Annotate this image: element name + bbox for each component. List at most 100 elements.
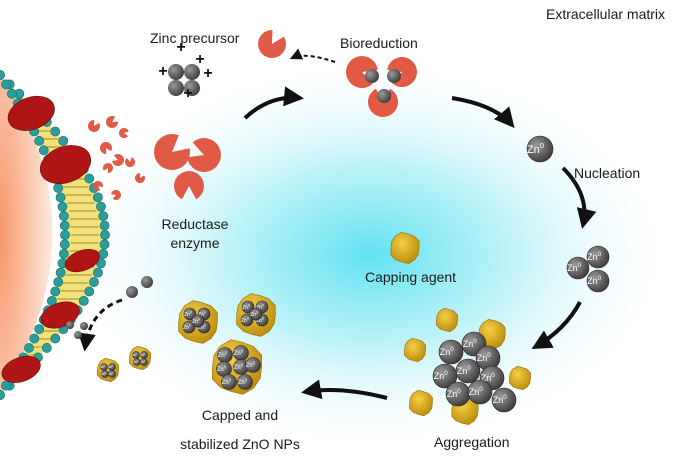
zn0-label: Zn0 — [527, 141, 544, 156]
lipid-head-outer — [93, 267, 103, 278]
zn0-superscript: 0 — [578, 262, 582, 269]
zn0-particle: Zn0 — [191, 314, 205, 328]
lipid-head-inner — [59, 220, 70, 231]
zn0-superscript: 0 — [224, 364, 227, 369]
zn0-sphere — [467, 379, 493, 405]
zn0-particle: Zn0 — [108, 363, 116, 371]
zn0-superscript: 0 — [112, 366, 114, 368]
extracellular-matrix-label: Extracellular matrix — [546, 6, 666, 22]
nucleation-label: Nucleation — [574, 165, 641, 181]
arrow-to-bioreduction — [243, 86, 304, 120]
zn0-sphere — [241, 300, 255, 314]
zn0-sphere — [438, 339, 464, 365]
zn0-label: Zn0 — [440, 346, 455, 357]
lipid-head-outer — [89, 277, 99, 287]
zn0-label: Zn0 — [183, 324, 191, 331]
enzyme-shape — [346, 55, 378, 88]
zn0-particle: Zn0 — [586, 245, 610, 269]
lipid-head-inner — [50, 286, 61, 297]
zn0-label: Zn0 — [238, 377, 248, 386]
membrane-protein — [64, 249, 100, 273]
zn0-particle: Zn0 — [467, 379, 493, 405]
lipid-head-outer — [58, 135, 69, 146]
zn0-superscript: 0 — [241, 362, 244, 367]
zn0-particle: Zn0 — [438, 339, 464, 365]
zn0-superscript: 0 — [262, 317, 264, 321]
cell-interior — [0, 75, 53, 395]
zinc-atom — [66, 321, 74, 329]
lipid-head-outer — [50, 126, 61, 137]
zn0-label: Zn0 — [587, 251, 602, 262]
membrane-protein — [7, 95, 55, 131]
reductase-label-line1: Reductase — [161, 216, 229, 232]
zn0-superscript: 0 — [104, 366, 106, 368]
enzyme-shape — [88, 120, 100, 133]
zn0-particle: Zn0 — [101, 370, 109, 378]
lipid-head-inner — [53, 277, 64, 287]
zinc-atom — [74, 331, 82, 339]
membrane-protein — [39, 145, 91, 185]
zn0-particle: Zn0 — [566, 256, 590, 280]
zn0-particle: Zn0 — [140, 351, 148, 359]
capping-agent-blob — [509, 366, 531, 390]
zn0-label: Zn0 — [192, 318, 200, 325]
capping-agent-blob — [390, 232, 420, 264]
cell-membrane — [0, 70, 110, 400]
capping-agent-blob — [129, 346, 151, 370]
lipid-head-inner — [34, 324, 45, 335]
capping-agent-blob — [404, 338, 426, 362]
lipid-head-inner — [29, 333, 40, 344]
lipid-head-inner — [57, 201, 68, 212]
zn0-superscript: 0 — [144, 354, 146, 356]
zn0-sphere — [182, 320, 196, 334]
zn0-superscript: 0 — [105, 373, 107, 375]
zn0-particle: Zn0 — [100, 363, 108, 371]
zn0-particle: Zn0 — [491, 387, 517, 413]
capping-agent-label: Capping agent — [365, 269, 457, 285]
zn0-label: Zn0 — [140, 353, 146, 357]
zn0-sphere — [240, 313, 254, 327]
zinc-atom — [80, 322, 88, 330]
lipid-head-inner — [38, 145, 49, 156]
enzyme-shape — [100, 142, 112, 154]
zn0-label: Zn0 — [250, 311, 258, 318]
zn0-sphere — [586, 245, 610, 269]
zn0-label: Zn0 — [140, 360, 146, 364]
zn0-label: Zn0 — [198, 324, 206, 331]
enzyme-shape — [112, 154, 124, 166]
membrane-protein — [1, 355, 41, 383]
zn0-superscript: 0 — [598, 275, 602, 282]
lipid-head-outer — [78, 295, 89, 306]
zn0-superscript: 0 — [256, 311, 258, 315]
zn0-label: Zn0 — [241, 317, 249, 324]
lipid-head-inner — [1, 79, 11, 90]
bound-zinc — [377, 89, 391, 103]
zn0-particle: Zn0 — [526, 135, 554, 163]
zn0-particle: Zn0 — [217, 347, 233, 363]
zn0-superscript: 0 — [190, 311, 192, 315]
lipid-head-outer — [99, 220, 110, 231]
zn0-superscript: 0 — [479, 386, 483, 393]
zn0-label: Zn0 — [101, 372, 107, 376]
zn0-label: Zn0 — [256, 317, 264, 324]
zn0-label: Zn0 — [567, 262, 582, 273]
zn0-particle: Zn0 — [133, 358, 141, 366]
lipid-head-inner — [7, 88, 17, 99]
lipid-head-inner — [24, 343, 34, 353]
lipid-head-inner — [60, 230, 70, 240]
capping-agent-blob — [409, 390, 433, 416]
lipid-head-inner — [55, 192, 66, 203]
lipid-head-outer — [93, 192, 103, 203]
enzyme-shape — [102, 163, 113, 173]
zn0-superscript: 0 — [112, 373, 114, 375]
zinc-atom — [141, 276, 153, 288]
zn0-sphere — [245, 357, 261, 373]
zn0-particle: Zn0 — [233, 345, 249, 361]
zn0-sphere — [586, 269, 610, 293]
zn0-superscript: 0 — [262, 304, 264, 308]
capping-agent-blob — [436, 308, 458, 332]
enzyme-shape — [125, 157, 136, 168]
zn0-particle: Zn0 — [586, 269, 610, 293]
